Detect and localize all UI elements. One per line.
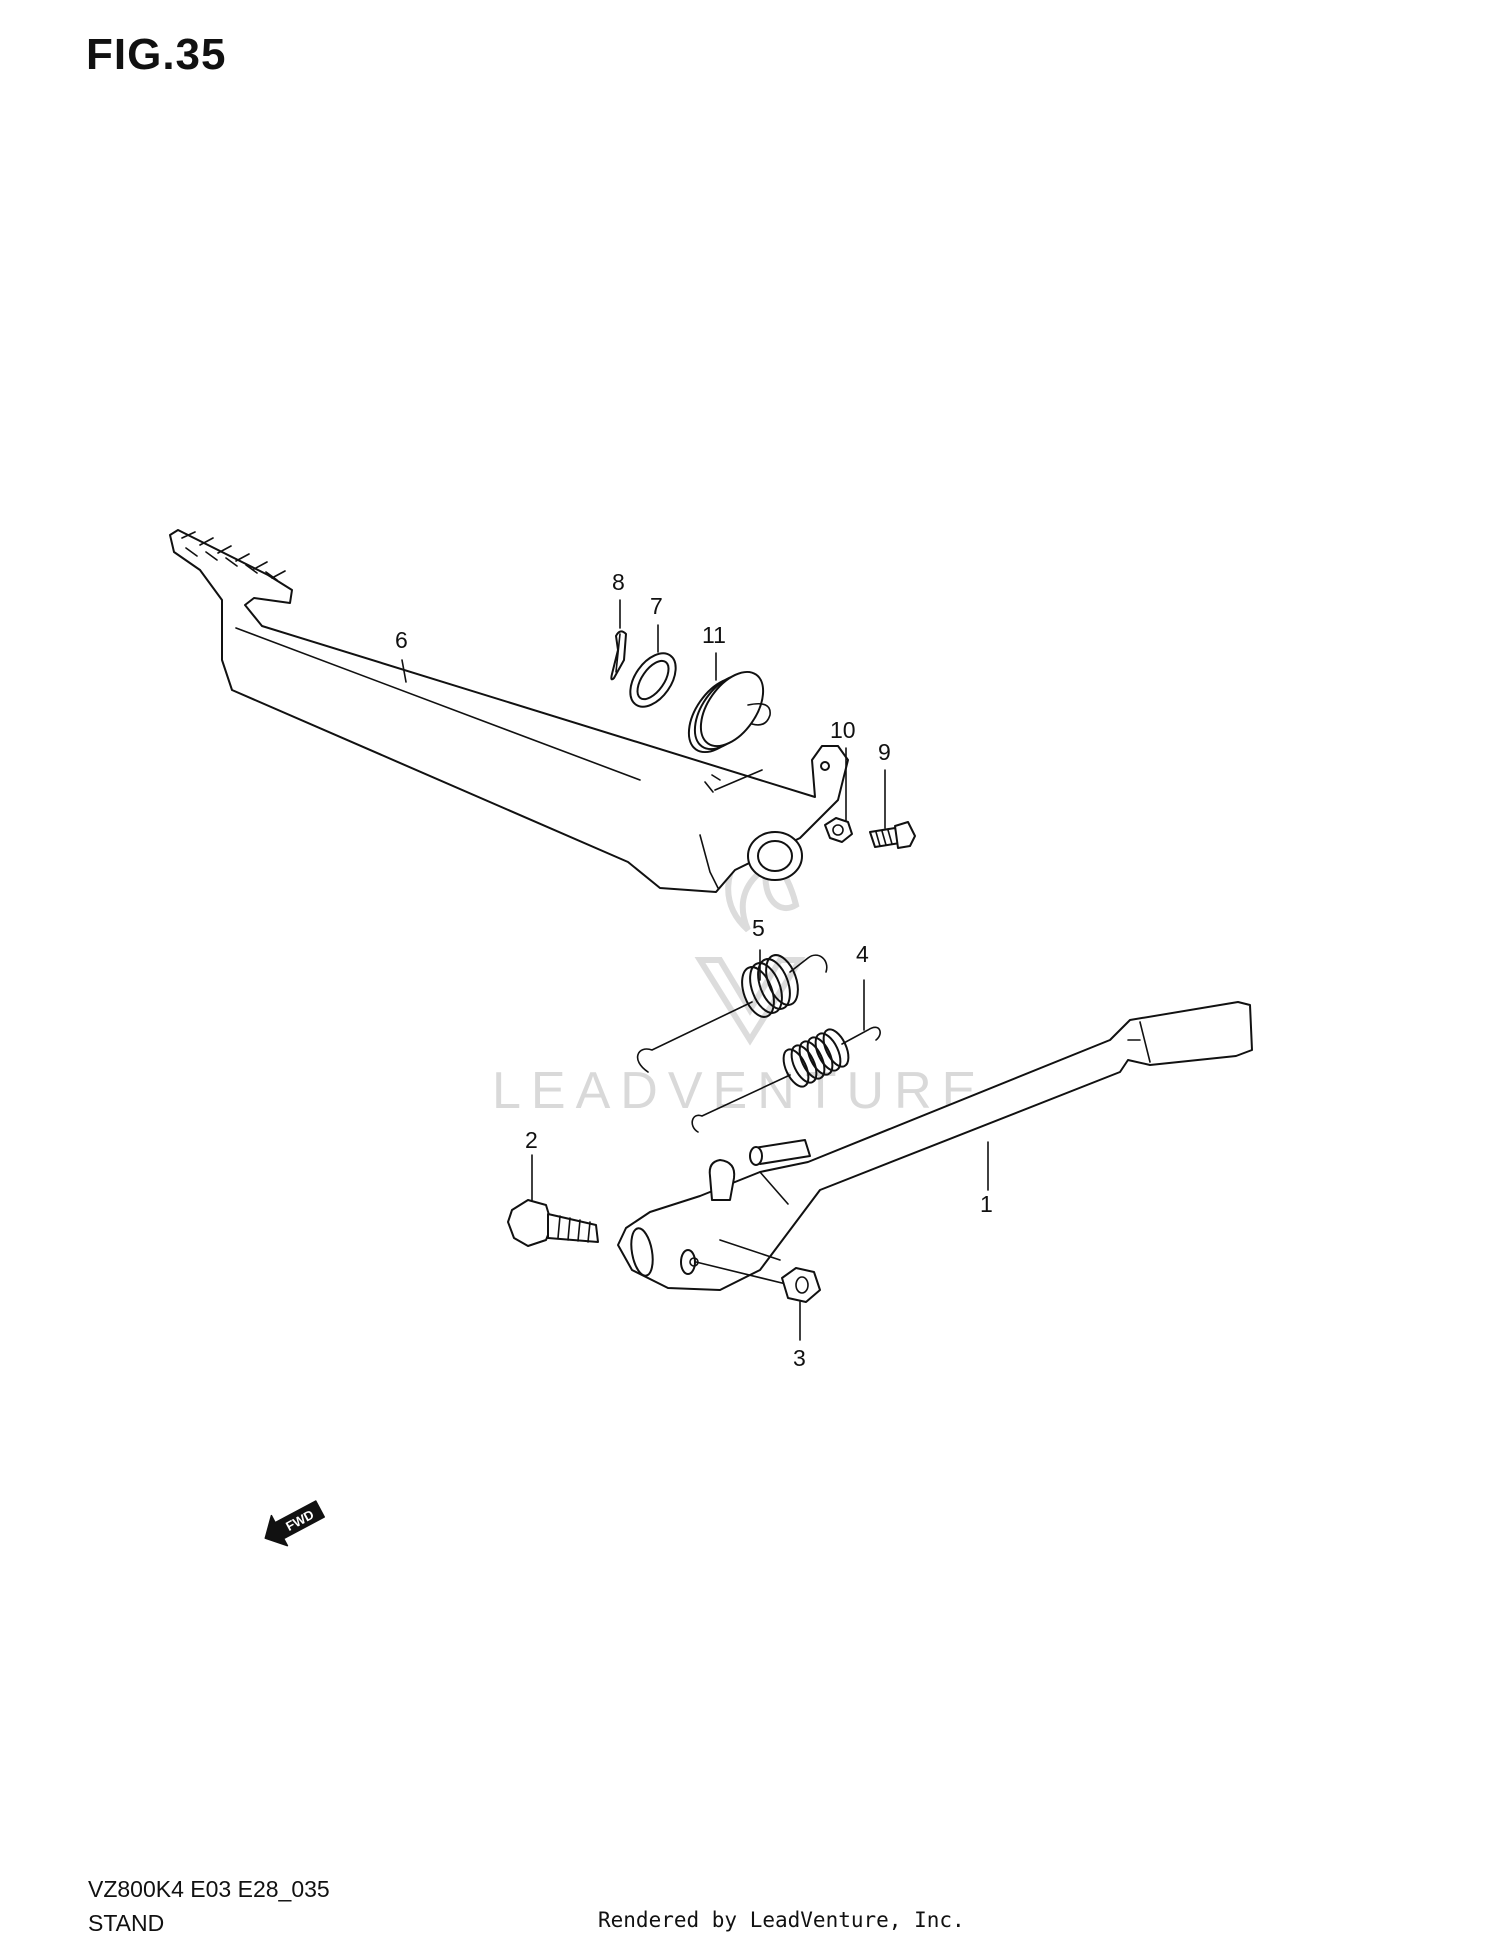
callout-part-3: 3 (793, 1345, 806, 1371)
callout-part-11: 11 (702, 622, 726, 648)
washer (629, 652, 677, 708)
watermark-text: LEADVENTURE (492, 1062, 986, 1120)
callouts: 1 2 3 4 5 6 7 8 9 10 11 (395, 569, 993, 1371)
leader-lines (401, 599, 989, 1341)
callout-part-2: 2 (525, 1127, 538, 1153)
side-stand (617, 1001, 1253, 1291)
pedal-spring (687, 670, 771, 754)
model-code: VZ800K4 E03 E28_035 (88, 1876, 330, 1902)
figure-title: FIG.35 (86, 30, 227, 79)
callout-part-10: 10 (830, 717, 856, 743)
callout-part-7: 7 (650, 593, 663, 619)
brake-pedal (169, 529, 849, 893)
callout-part-5: 5 (752, 915, 765, 941)
callout-part-1: 1 (980, 1191, 993, 1217)
callout-part-4: 4 (856, 941, 869, 967)
callout-part-6: 6 (395, 627, 408, 653)
pivot-bolt (507, 1199, 599, 1247)
stand-spring-short (636, 954, 828, 1073)
watermark: LEADVENTURE (492, 830, 986, 1120)
callout-part-8: 8 (612, 569, 625, 595)
forward-arrow-icon (264, 1500, 325, 1547)
leader-line-6 (401, 659, 407, 683)
stand-spring-long (691, 1026, 881, 1133)
render-credit: Rendered by LeadVenture, Inc. (598, 1908, 965, 1932)
callout-part-9: 9 (878, 739, 891, 765)
section-name: STAND (88, 1910, 165, 1936)
bolt-small (869, 821, 916, 849)
nut-small (824, 817, 853, 843)
forward-direction-badge: FWD (264, 1500, 325, 1547)
split-pin (610, 630, 627, 681)
pivot-nut (781, 1267, 821, 1303)
